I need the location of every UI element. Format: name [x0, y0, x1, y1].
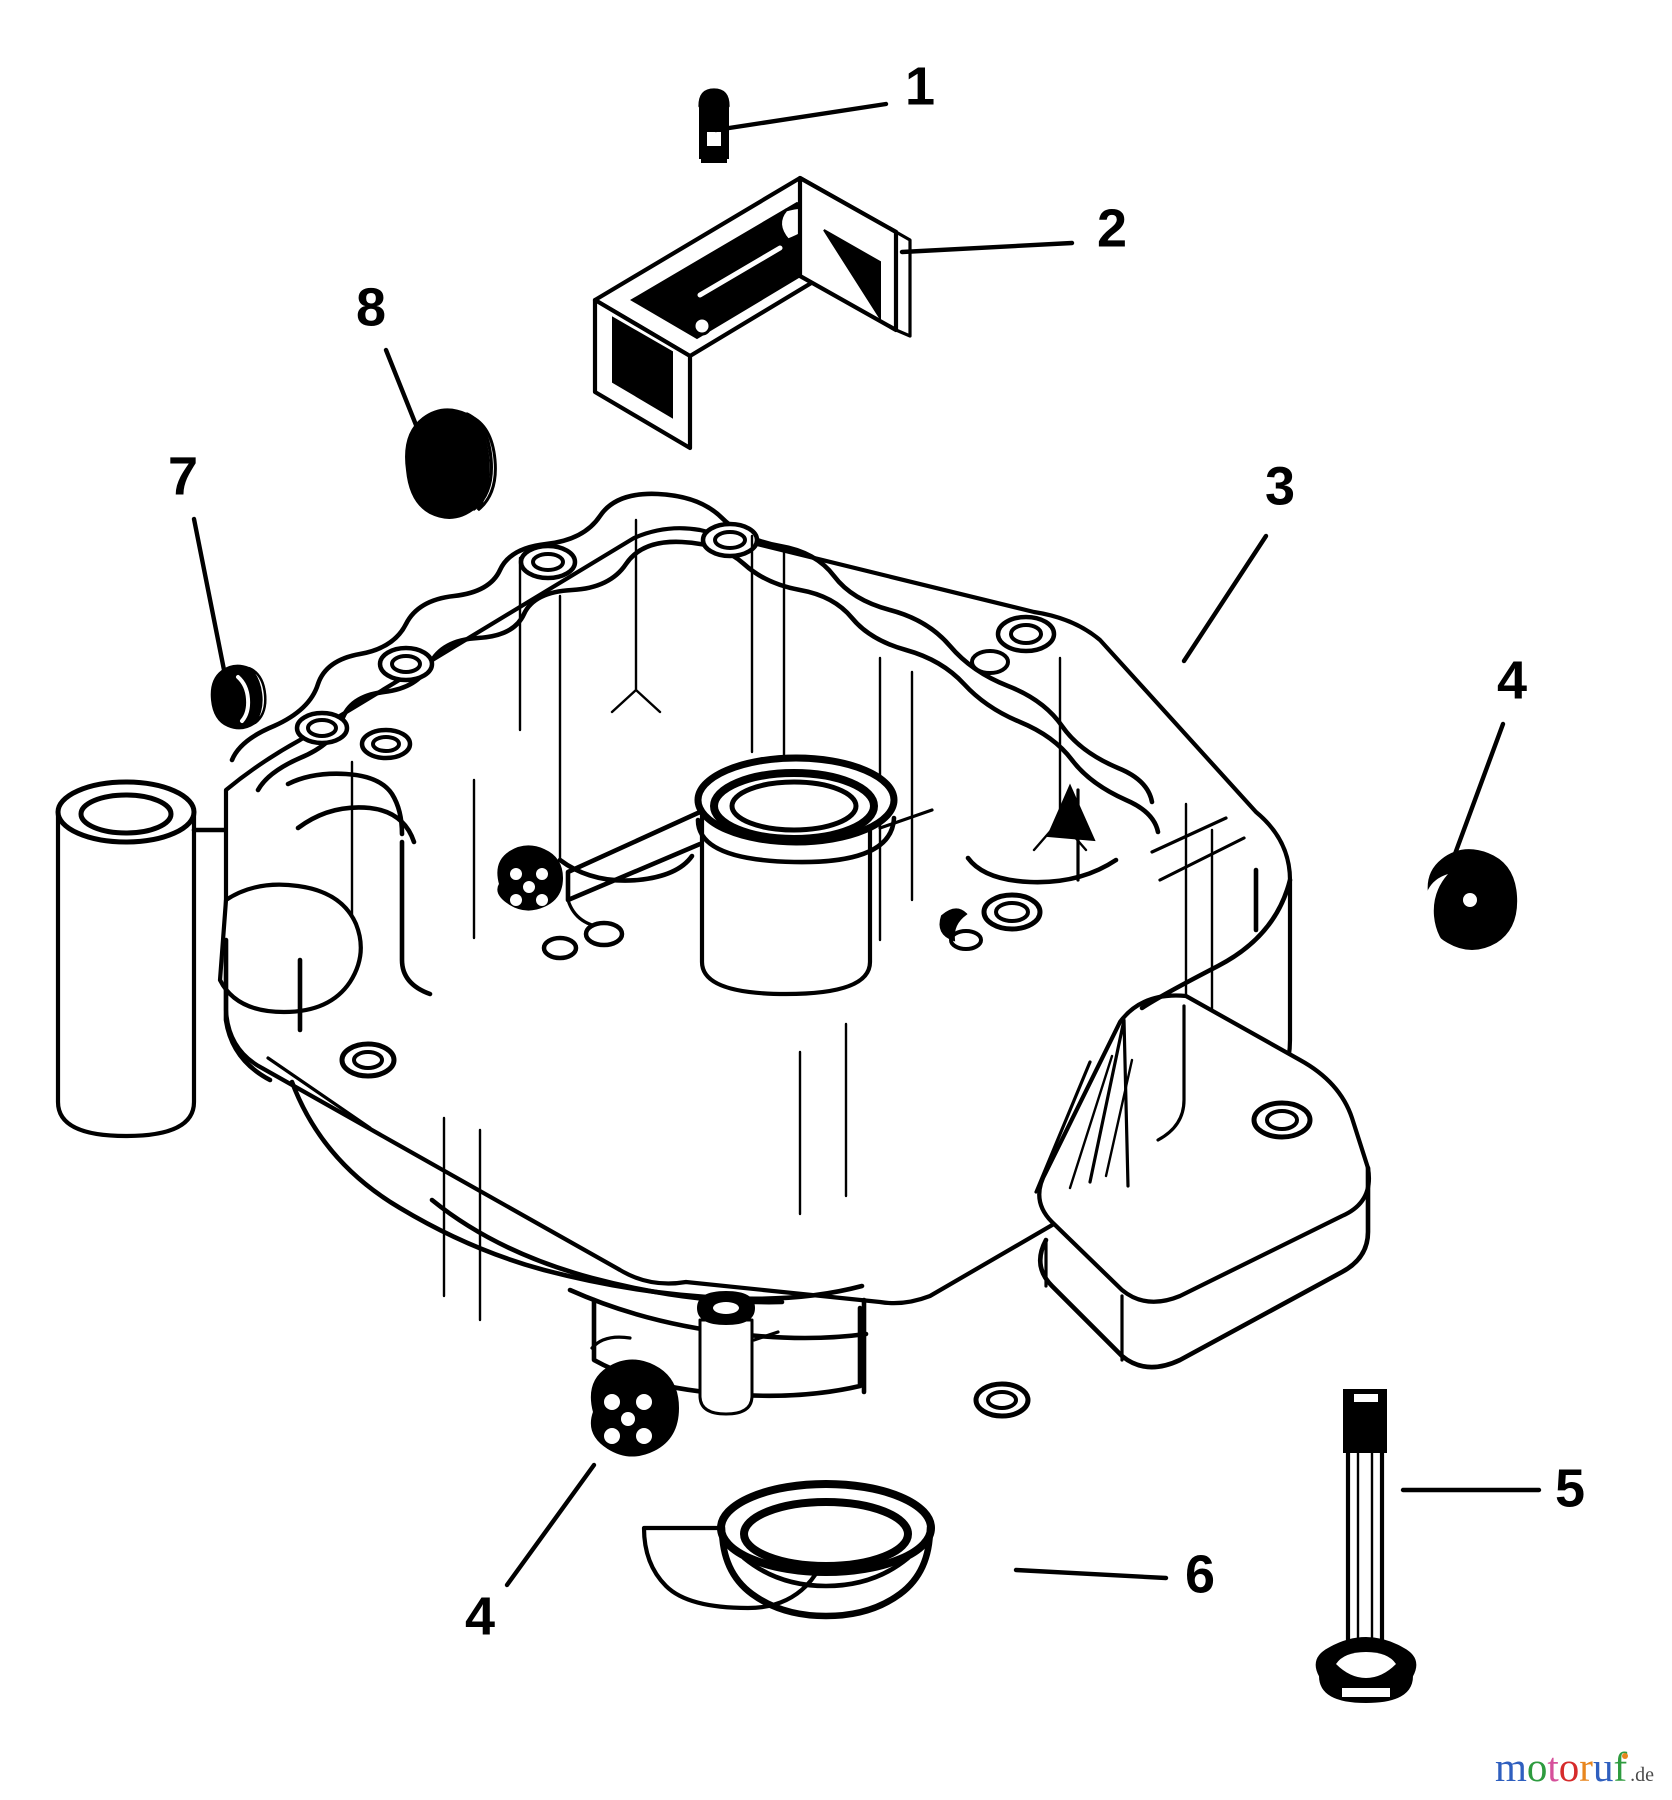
callout-number-6: 6	[1185, 1544, 1215, 1604]
housing-left-boss	[55, 779, 229, 1139]
part-small-bushing	[210, 664, 267, 730]
motoruf-watermark: motoruf.de	[1495, 1747, 1654, 1788]
watermark-letter-u: u	[1592, 1744, 1614, 1790]
housing-right-mount-flange	[973, 993, 1371, 1419]
watermark-letter-o2: o	[1558, 1744, 1580, 1790]
callout-leaders	[191, 101, 1542, 1588]
leader-4-right	[1449, 721, 1506, 865]
callout-number-4-left: 4	[465, 1586, 495, 1646]
callout-number-3: 3	[1265, 456, 1295, 516]
watermark-dot	[1622, 1753, 1629, 1759]
leader-3	[1181, 533, 1269, 664]
leader-8	[383, 347, 431, 458]
part-oil-seal-ring	[641, 1480, 935, 1620]
housing-oil-holes	[541, 892, 1043, 961]
callout-number-2: 2	[1097, 198, 1127, 258]
housing-top-flange	[229, 491, 1161, 835]
callout-number-5: 5	[1555, 1458, 1585, 1518]
housing-lower-left-boss	[696, 1290, 780, 1416]
callout-number-7: 7	[168, 446, 198, 506]
housing-gusset-ribs	[1034, 1004, 1186, 1194]
housing-center-bore	[565, 754, 934, 997]
part-pipe-plug-left	[590, 1359, 680, 1457]
leader-7	[191, 516, 231, 693]
callout-numbers: 1 2 3 4 5 6 4 7 8	[168, 56, 1585, 1646]
part-crankcase-cover-housing	[55, 491, 1371, 1419]
leader-2	[899, 240, 1075, 255]
housing-interior-ribs	[350, 518, 1214, 1322]
callout-number-4-right: 4	[1497, 650, 1527, 710]
part-spacer-bushing	[405, 408, 497, 519]
part-flange-bolt	[1315, 1389, 1417, 1704]
part-dowel-pin	[698, 88, 730, 163]
watermark-tld: .de	[1630, 1764, 1654, 1786]
leader-1	[713, 101, 889, 133]
housing-screen-boss	[497, 845, 564, 911]
callout-number-1: 1	[905, 56, 935, 116]
watermark-letter-m: m	[1494, 1744, 1527, 1790]
leader-6	[1013, 1567, 1169, 1581]
watermark-letter-r: r	[1579, 1744, 1593, 1790]
watermark-letter-t: t	[1547, 1744, 1559, 1790]
housing-left-mount-ear	[217, 882, 397, 1130]
part-bracket-support	[592, 175, 912, 451]
watermark-letter-o1: o	[1526, 1744, 1548, 1790]
callout-number-8: 8	[356, 277, 386, 337]
flange-bolt-holes	[294, 521, 1057, 761]
housing-right-wall	[1046, 783, 1293, 1011]
part-pipe-plug-right	[1423, 849, 1518, 952]
leader-4-left	[504, 1462, 597, 1588]
housing-inner-cavity	[285, 771, 1119, 997]
watermark-letter-f: f	[1613, 1744, 1628, 1790]
